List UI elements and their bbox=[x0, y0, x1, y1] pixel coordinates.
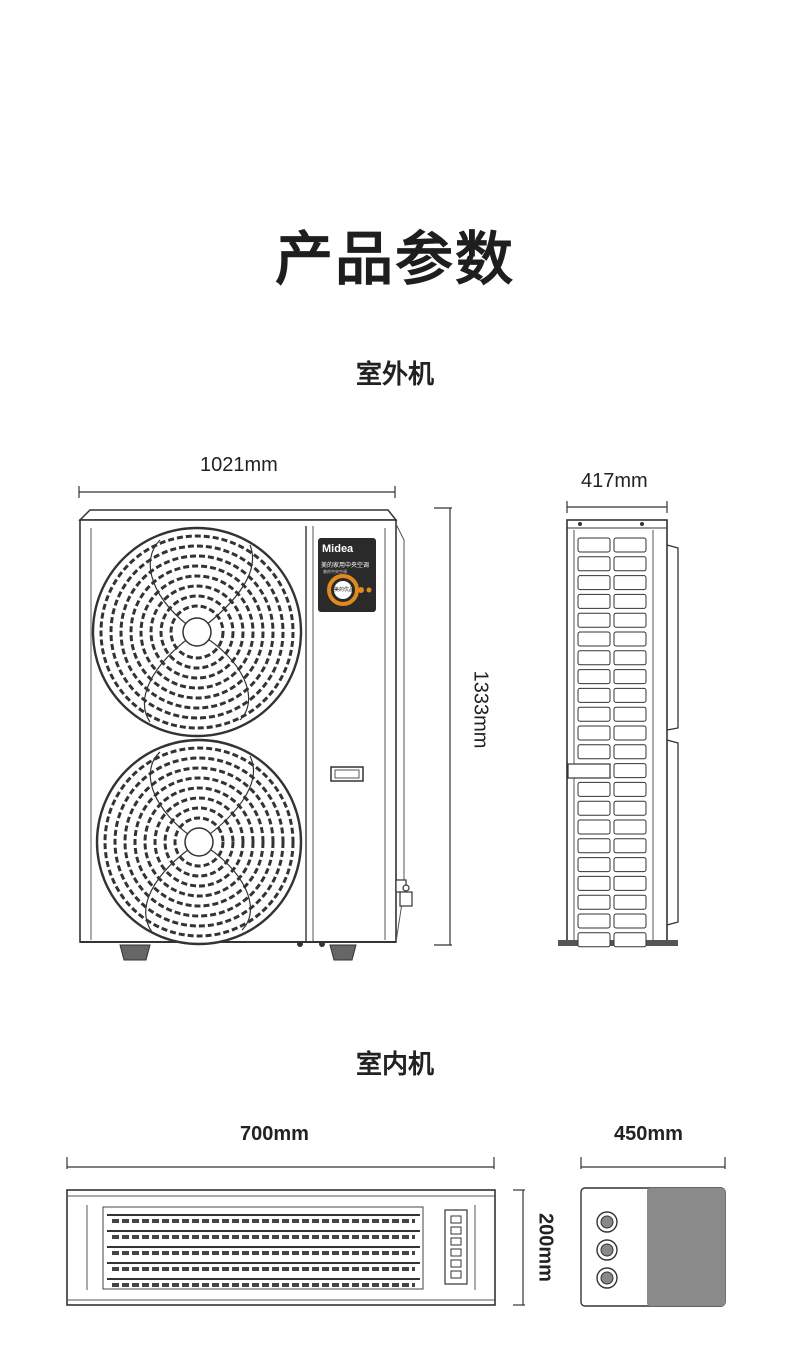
outdoor-width-label: 1021mm bbox=[200, 454, 278, 476]
outdoor-heading: 室外机 bbox=[355, 360, 434, 390]
page-title: 产品参数 bbox=[274, 225, 515, 293]
badge-seal-text: 美的优品 bbox=[334, 587, 355, 593]
outdoor-width-dimension bbox=[78, 486, 396, 498]
indoor-height-dimension bbox=[513, 1189, 525, 1306]
indoor-width-label: 700mm bbox=[240, 1123, 309, 1145]
valve-fitting bbox=[395, 879, 413, 907]
outdoor-height-dimension bbox=[434, 507, 452, 946]
outdoor-depth-dimension bbox=[566, 501, 668, 513]
fan-grille-top bbox=[91, 526, 303, 738]
outdoor-depth-label: 417mm bbox=[581, 470, 648, 492]
badge-small-text: 美的中央空调 bbox=[323, 569, 347, 574]
control-buttons bbox=[450, 1215, 462, 1279]
indoor-heading: 室内机 bbox=[355, 1050, 434, 1080]
indoor-side-panel bbox=[647, 1188, 725, 1306]
badge-text: 美的家用中央空调 bbox=[321, 562, 370, 569]
indoor-depth-dimension bbox=[580, 1157, 726, 1169]
indoor-grille-slats bbox=[107, 1214, 420, 1287]
indoor-depth-label: 450mm bbox=[614, 1123, 683, 1145]
side-louvers bbox=[577, 537, 647, 948]
brand-logo: Midea bbox=[322, 543, 354, 555]
fan-grille-bottom bbox=[95, 738, 303, 946]
indoor-width-dimension bbox=[66, 1157, 495, 1169]
